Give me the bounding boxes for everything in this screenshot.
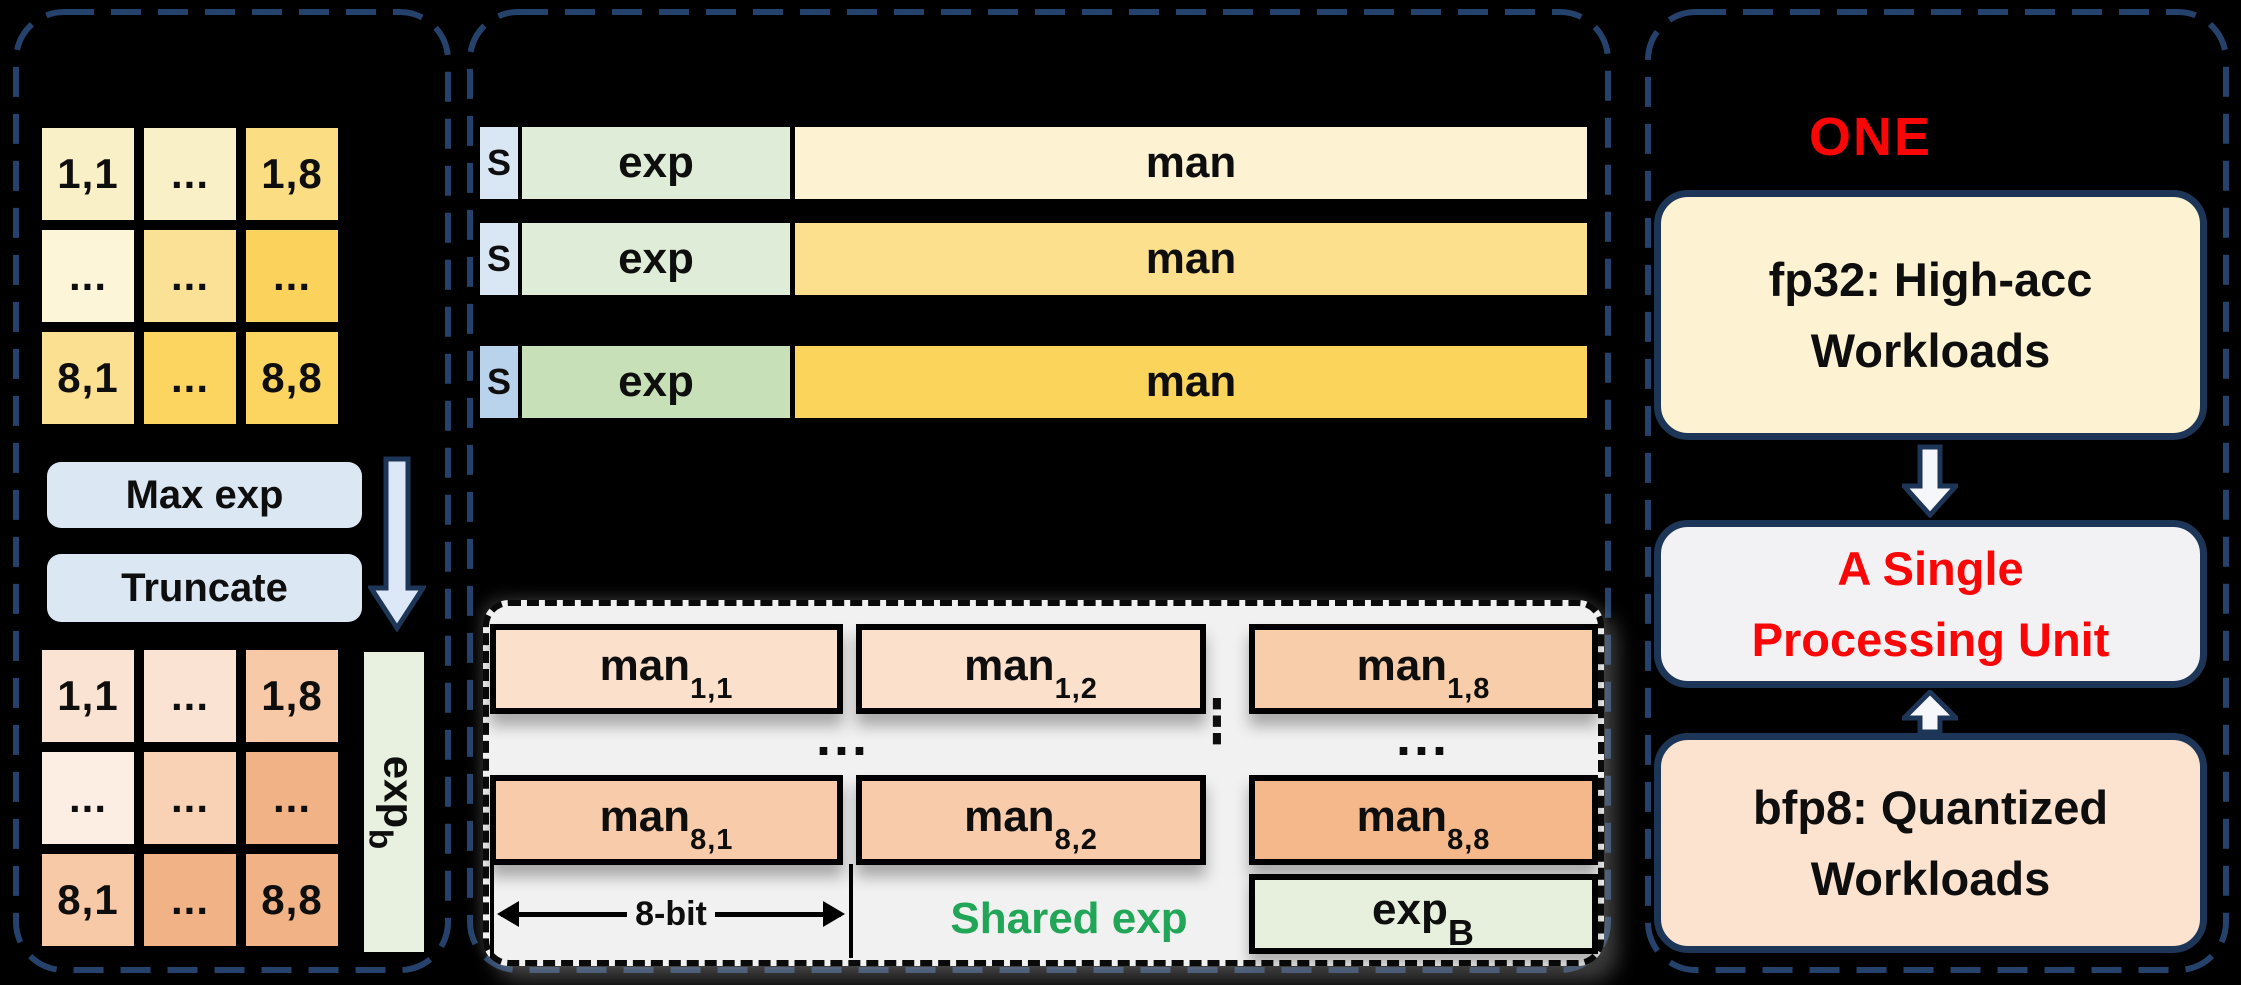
mantissa-field: man xyxy=(795,127,1587,199)
fp-number-row-3: S exp man xyxy=(480,346,1587,418)
matrix-cell: ... xyxy=(244,228,340,324)
truncate-step: Truncate xyxy=(47,554,362,622)
sign-field: S xyxy=(480,346,518,418)
fp-number-row-2: S exp man xyxy=(480,223,1587,295)
matrix-cell: ... xyxy=(142,330,238,426)
matrix-cell: ... xyxy=(142,750,238,846)
matrix-cell: 1,1 xyxy=(40,126,136,222)
matrix-cell: ... xyxy=(142,852,238,948)
format-panel-border xyxy=(467,9,1611,973)
mantissa-box: man8,2 xyxy=(856,775,1206,865)
one-unit-panel-border xyxy=(1645,9,2229,973)
matrix-cell: ... xyxy=(40,228,136,324)
row-ellipsis: ... xyxy=(1395,707,1450,767)
shared-exponent-bar: expb xyxy=(360,652,424,952)
matrix-cell: 8,8 xyxy=(244,330,340,426)
quantization-panel-border xyxy=(13,9,451,973)
unit-line1: A Single xyxy=(1837,541,2024,595)
right-arrowhead-line xyxy=(714,900,846,927)
matrix-cell: 8,1 xyxy=(40,852,136,948)
matrix-cell: ... xyxy=(40,750,136,846)
matrix-cell: ... xyxy=(142,648,238,744)
quantize-down-arrow-icon xyxy=(368,456,426,632)
fp-number-row-1: S exp man xyxy=(480,127,1587,199)
flow-down-arrow-icon xyxy=(1902,444,1958,518)
bit-width-measure: 8-bit xyxy=(496,892,846,936)
sign-field: S xyxy=(480,127,518,199)
matrix-cell: ... xyxy=(142,126,238,222)
matrix-cell: 1,1 xyxy=(40,648,136,744)
mantissa-field: man xyxy=(795,223,1587,295)
flow-up-arrow-icon xyxy=(1902,690,1958,734)
mantissa-box: man1,8 xyxy=(1249,624,1598,714)
bfp-block-layout: man1,1 man1,2 man1,8 ... ⋮ ... man8,1 ma… xyxy=(483,600,1604,966)
matrix-cell: ... xyxy=(244,750,340,846)
matrix-cell: 1,8 xyxy=(244,126,340,222)
measure-tick xyxy=(849,864,853,958)
measure-tick xyxy=(490,864,494,958)
mantissa-box: man1,2 xyxy=(856,624,1206,714)
fp32-line2: Workloads xyxy=(1810,324,2051,377)
bfp8-tile-matrix: 1,1 ... 1,8 ... ... ... 8,1 ... 8,8 xyxy=(40,648,340,948)
matrix-cell: 1,8 xyxy=(244,648,340,744)
unit-line2: Processing Unit xyxy=(1751,613,2110,666)
single-processing-unit-box: A Single Processing Unit xyxy=(1654,520,2207,688)
bfp8-workloads-box: bfp8: Quantized Workloads xyxy=(1654,733,2207,953)
left-arrowhead-line xyxy=(496,900,628,927)
matrix-cell: 8,8 xyxy=(244,852,340,948)
row-ellipsis: ... xyxy=(815,707,870,767)
matrix-cell: ... xyxy=(142,228,238,324)
matrix-cell: 8,1 xyxy=(40,330,136,426)
column-ellipsis: ⋮ xyxy=(1194,687,1240,755)
bfp8-line1: bfp8: Quantized xyxy=(1752,780,2109,834)
bit-width-label: 8-bit xyxy=(635,894,707,933)
mantissa-box: man1,1 xyxy=(490,624,843,714)
exponent-field: exp xyxy=(518,223,795,295)
shared-exponent-box: expB xyxy=(1249,874,1598,954)
mantissa-box: man8,1 xyxy=(490,775,843,865)
mantissa-field: man xyxy=(795,346,1587,418)
bfp8-line2: Workloads xyxy=(1810,852,2051,905)
shared-exponent-bar-label: expb xyxy=(360,755,423,850)
fp32-tile-matrix: 1,1 ... 1,8 ... ... ... 8,1 ... 8,8 xyxy=(40,126,340,426)
shared-exp-label: Shared exp xyxy=(950,894,1188,943)
fp32-workloads-box: fp32: High-acc Workloads xyxy=(1654,190,2207,440)
mantissa-box: man8,8 xyxy=(1249,775,1598,865)
exponent-field: exp xyxy=(518,346,795,418)
max-exp-step: Max exp xyxy=(47,462,362,528)
sign-field: S xyxy=(480,223,518,295)
exponent-field: exp xyxy=(518,127,795,199)
fp32-line1: fp32: High-acc xyxy=(1768,252,2093,306)
one-heading: ONE xyxy=(1808,107,1933,167)
